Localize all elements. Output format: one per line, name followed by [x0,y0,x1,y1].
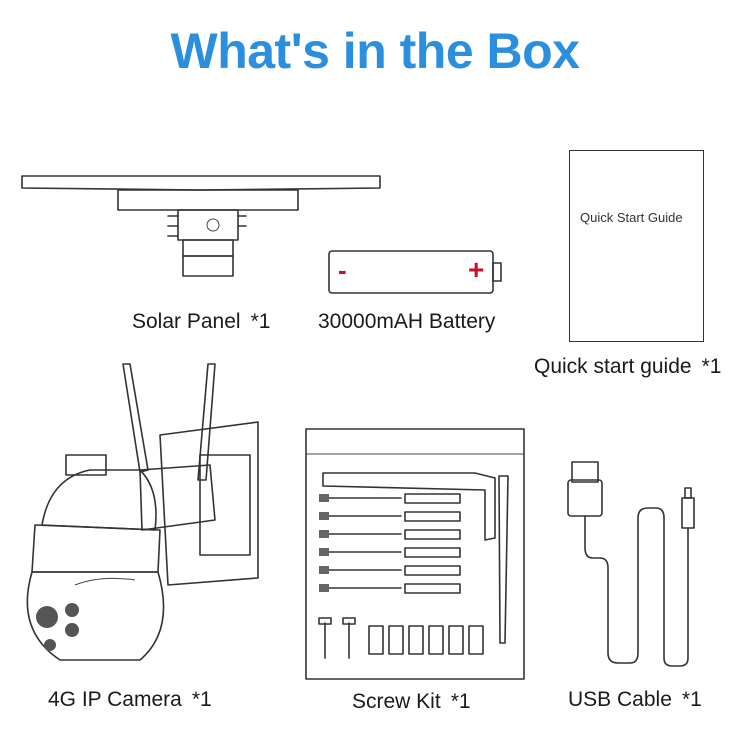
screw-kit-image [305,428,525,680]
ip-camera-name: 4G IP Camera [48,688,182,711]
quick-start-guide-cover-text: Quick Start Guide [580,210,683,225]
quick-start-guide-name: Quick start guide [534,355,692,378]
screw-kit-qty: *1 [450,690,471,713]
battery-name: 30000mAH Battery [318,310,496,333]
ip-camera-image [26,363,259,661]
ip-camera-label: 4G IP Camera *1 [48,688,212,712]
usb-cable-label: USB Cable *1 [568,688,702,712]
usb-cable-name: USB Cable [568,688,672,711]
solar-panel-label: Solar Panel *1 [132,310,270,334]
quick-start-guide-image [569,150,704,342]
battery-label: 30000mAH Battery [318,310,495,334]
ip-camera-qty: *1 [191,688,212,711]
usb-cable-qty: *1 [681,688,702,711]
battery-minus: - [338,255,347,285]
quick-start-guide-qty: *1 [701,355,722,378]
battery-image [328,250,502,294]
battery-plus: + [468,254,485,285]
quick-start-guide-label: Quick start guide *1 [534,355,721,379]
page-title: What's in the Box [170,23,580,79]
solar-panel-qty: *1 [250,310,271,333]
usb-cable-image [567,461,695,667]
screw-kit-label: Screw Kit *1 [352,690,471,714]
screw-kit-name: Screw Kit [352,690,441,713]
solar-panel-name: Solar Panel [132,310,241,333]
solar-panel-image [21,175,381,277]
